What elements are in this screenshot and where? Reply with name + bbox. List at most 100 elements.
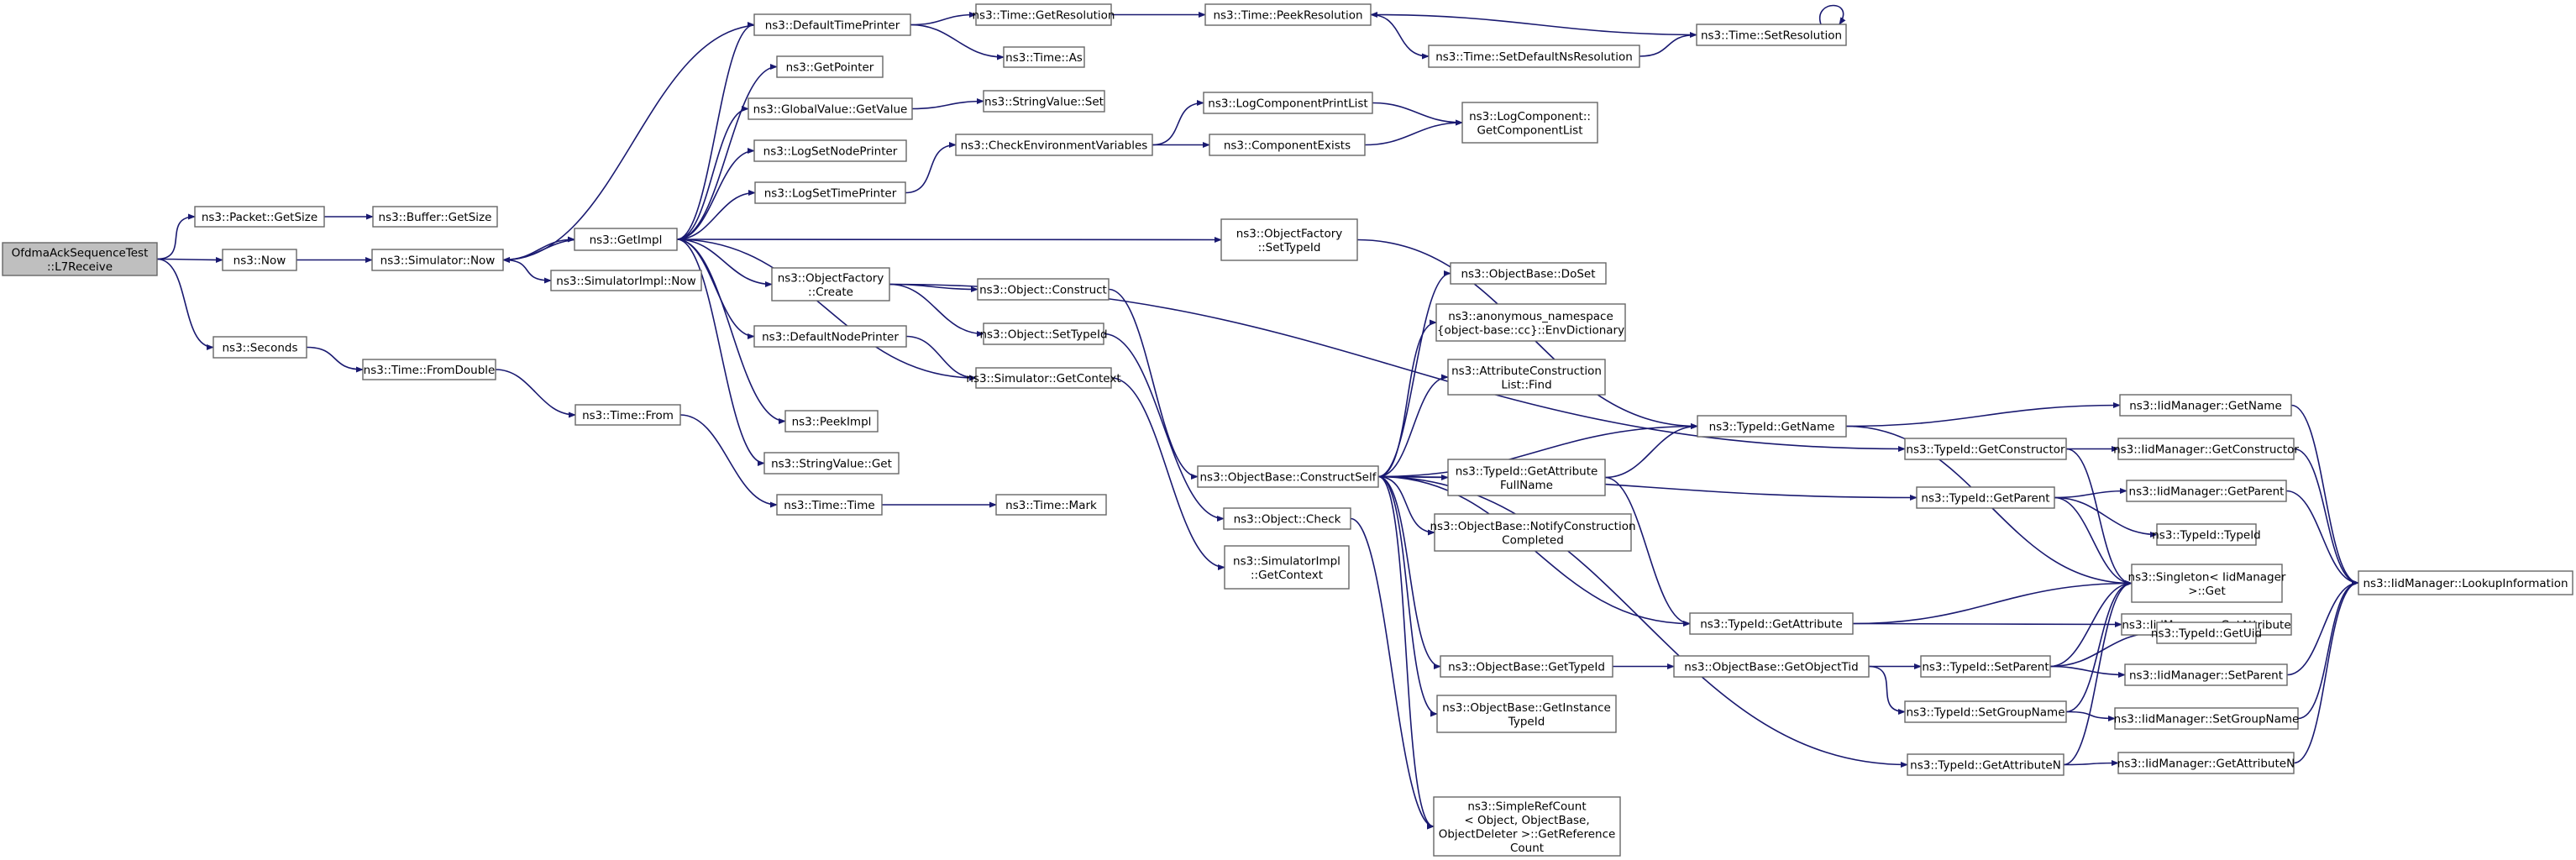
node-lookup[interactable]: ns3::IidManager::LookupInformation — [2358, 570, 2573, 595]
node-box — [371, 249, 504, 271]
node-simimplnow[interactable]: ns3::SimulatorImpl::Now — [550, 270, 702, 291]
node-objconstruct[interactable]: ns3::Object::Construct — [977, 278, 1110, 301]
node-box — [1003, 46, 1085, 68]
node-mark[interactable]: ns3::Time::Mark — [995, 494, 1107, 516]
node-logsettime[interactable]: ns3::LogSetTimePrinter — [754, 181, 906, 204]
node-notifyconst[interactable]: ns3::ObjectBase::NotifyConstructionCompl… — [1430, 513, 1636, 552]
node-timetime[interactable]: ns3::Time::Time — [776, 494, 883, 516]
node-label: ns3::AttributeConstruction — [1451, 364, 1602, 378]
node-getobjtid[interactable]: ns3::ObjectBase::GetObjectTid — [1673, 655, 1870, 678]
node-compexists[interactable]: ns3::ComponentExists — [1209, 134, 1366, 156]
node-simnow[interactable]: ns3::Simulator::Now — [371, 249, 504, 271]
node-ofcreate[interactable]: ns3::ObjectFactory::Create — [771, 267, 890, 302]
node-tidgetattrn[interactable]: ns3::TypeId::GetAttributeN — [1907, 753, 2064, 776]
node-label: ns3::Time::As — [1005, 51, 1083, 65]
node-box — [1697, 415, 1847, 438]
edge-deftimeprinter-to-getres — [910, 11, 977, 26]
node-label: ns3::StringValue::Get — [771, 458, 892, 471]
node-svget[interactable]: ns3::StringValue::Get — [763, 452, 900, 475]
node-timeas[interactable]: ns3::Time::As — [1003, 46, 1085, 68]
node-simimplctx[interactable]: ns3::SimulatorImpl::GetContext — [1224, 545, 1350, 590]
node-now[interactable]: ns3::Now — [222, 249, 297, 271]
node-imgetctor[interactable]: ns3::IidManager::GetConstructor — [2113, 438, 2299, 460]
node-imgetparent[interactable]: ns3::IidManager::GetParent — [2126, 480, 2287, 502]
node-imgetattrn[interactable]: ns3::IidManager::GetAttributeN — [2117, 752, 2295, 774]
node-getres[interactable]: ns3::Time::GetResolution — [972, 3, 1115, 26]
node-constructself[interactable]: ns3::ObjectBase::ConstructSelf — [1197, 465, 1379, 488]
node-box — [784, 410, 879, 433]
node-box — [2117, 752, 2295, 774]
node-box — [1209, 134, 1366, 156]
edge-deftimeprinter-to-simnow — [502, 24, 763, 264]
node-box — [2124, 663, 2288, 686]
node-tidgetuid[interactable]: ns3::TypeId::GetUid — [2151, 621, 2262, 644]
node-checkenv[interactable]: ns3::CheckEnvironmentVariables — [955, 134, 1153, 156]
node-singleton[interactable]: ns3::Singleton< IidManager>::Get — [2128, 564, 2286, 603]
node-box — [222, 249, 297, 271]
node-simgetctx[interactable]: ns3::Simulator::GetContext — [966, 367, 1121, 389]
node-obgettypeid[interactable]: ns3::ObjectBase::GetTypeId — [1440, 655, 1613, 678]
node-defnodeprinter[interactable]: ns3::DefaultNodePrinter — [753, 325, 907, 348]
node-label: ObjectDeleter >::GetReference — [1439, 827, 1616, 841]
node-root[interactable]: OfdmaAckSequenceTest::L7Receive — [2, 242, 158, 276]
node-gvgetvalue[interactable]: ns3::GlobalValue::GetValue — [748, 97, 913, 120]
node-buffergetsize[interactable]: ns3::Buffer::GetSize — [372, 206, 498, 228]
node-from[interactable]: ns3::Time::From — [574, 404, 681, 426]
node-getcomplist[interactable]: ns3::LogComponent::GetComponentList — [1461, 102, 1598, 144]
node-tidgetctor[interactable]: ns3::TypeId::GetConstructor — [1904, 438, 2067, 460]
node-packetgetsize[interactable]: ns3::Packet::GetSize — [194, 206, 325, 228]
node-svset[interactable]: ns3::StringValue::Set — [983, 90, 1105, 113]
node-box — [574, 228, 678, 251]
node-setres[interactable]: ns3::Time::SetResolution — [1696, 24, 1847, 46]
edge-root-to-packetgetsize — [156, 213, 196, 260]
node-getpointer[interactable]: ns3::GetPointer — [776, 55, 884, 78]
edge-constructself-to-refcount — [1377, 475, 1435, 830]
node-imgetname[interactable]: ns3::IidManager::GetName — [2119, 394, 2292, 417]
node-refcount[interactable]: ns3::SimpleRefCount< Object, ObjectBase,… — [1433, 796, 1621, 857]
node-objsettypeid[interactable]: ns3::Object::SetTypeId — [979, 322, 1108, 345]
node-seconds[interactable]: ns3::Seconds — [212, 336, 307, 359]
node-imsetparent[interactable]: ns3::IidManager::SetParent — [2124, 663, 2288, 686]
node-box — [2119, 394, 2292, 417]
edge-seconds-to-fromdouble — [306, 346, 364, 373]
edge-tidsetparent-to-tidgetuid — [2049, 629, 2158, 668]
node-imsetgroup[interactable]: ns3::IidManager::SetGroupName — [2114, 707, 2300, 730]
node-label: ns3::LogComponentPrintList — [1208, 97, 1367, 111]
node-tidgetattr[interactable]: ns3::TypeId::GetAttribute — [1689, 612, 1854, 635]
node-box — [1450, 262, 1607, 285]
node-label: ns3::TypeId::GetAttribute — [1700, 618, 1843, 632]
edge-getimpl-to-peekimpl — [676, 239, 786, 425]
node-label: ns3::IidManager::GetAttributeN — [2117, 758, 2295, 771]
node-tidsetparent[interactable]: ns3::TypeId::SetParent — [1920, 655, 2051, 678]
node-doset[interactable]: ns3::ObjectBase::DoSet — [1450, 262, 1607, 285]
node-deftimeprinter[interactable]: ns3::DefaultTimePrinter — [753, 13, 911, 36]
node-label: Count — [1510, 842, 1544, 855]
node-box — [1197, 465, 1379, 488]
node-envdict[interactable]: ns3::anonymous_namespace{object-base::cc… — [1435, 303, 1626, 342]
node-box — [771, 267, 890, 302]
node-getimpl[interactable]: ns3::GetImpl — [574, 228, 678, 251]
node-tidsetgroup[interactable]: ns3::TypeId::SetGroupName — [1904, 700, 2067, 723]
node-box — [2117, 438, 2295, 460]
edge-imgetctor-to-lookup — [2293, 448, 2359, 586]
node-peekimpl[interactable]: ns3::PeekImpl — [784, 410, 879, 433]
edge-simnow-to-getimpl — [502, 236, 575, 261]
node-logsetnode[interactable]: ns3::LogSetNodePrinter — [753, 139, 907, 162]
node-fromdouble[interactable]: ns3::Time::FromDouble — [362, 359, 496, 380]
node-tidtypeid[interactable]: ns3::TypeId::TypeId — [2152, 523, 2261, 546]
node-tidgetparent[interactable]: ns3::TypeId::GetParent — [1916, 486, 2055, 509]
node-logprintlist[interactable]: ns3::LogComponentPrintList — [1203, 92, 1373, 114]
edge-tidgetctor-to-singleton — [2065, 448, 2133, 587]
node-box — [1433, 796, 1621, 857]
node-label: ns3::Packet::GetSize — [202, 211, 317, 224]
node-peekres[interactable]: ns3::Time::PeekResolution — [1204, 3, 1372, 26]
node-objcheck[interactable]: ns3::Object::Check — [1223, 507, 1351, 530]
node-box — [754, 181, 906, 204]
node-tidgetname[interactable]: ns3::TypeId::GetName — [1697, 415, 1847, 438]
node-box — [995, 494, 1107, 516]
node-setdefns[interactable]: ns3::Time::SetDefaultNsResolution — [1428, 45, 1640, 68]
node-ofsettypeid[interactable]: ns3::ObjectFactory::SetTypeId — [1220, 218, 1358, 261]
